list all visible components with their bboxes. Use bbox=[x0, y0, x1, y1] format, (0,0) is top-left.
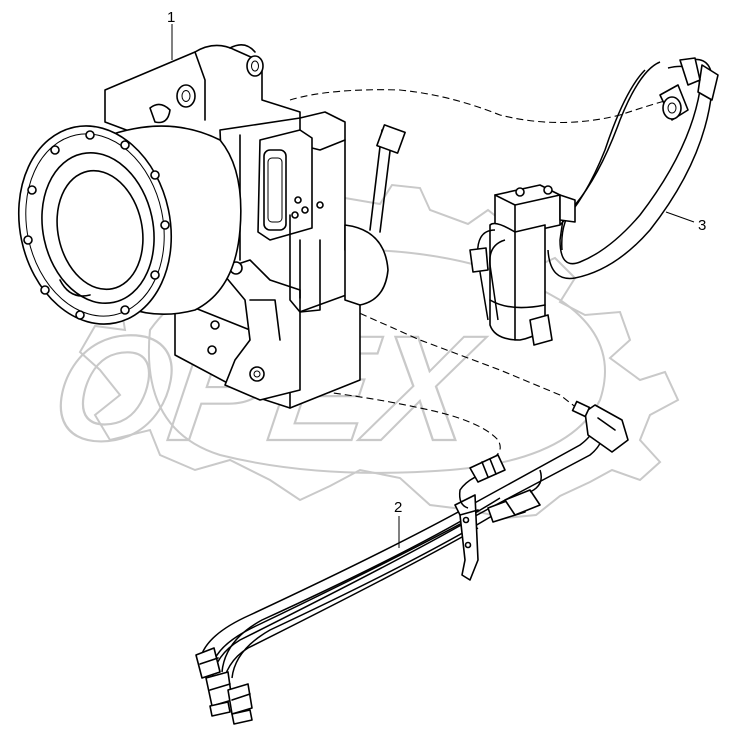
callout-label-1: 1 bbox=[167, 9, 175, 26]
callout-label-2: 2 bbox=[394, 499, 402, 516]
valve-connector bbox=[263, 149, 287, 231]
dashed-line-middle bbox=[329, 299, 583, 413]
part-1-transmission bbox=[17, 24, 406, 409]
callout-label-3: 3 bbox=[698, 217, 706, 234]
breather-fitting bbox=[376, 124, 406, 154]
hose-end-fitting-2 bbox=[205, 671, 233, 707]
hose-fitting-short bbox=[469, 454, 506, 483]
dashed-line-top bbox=[289, 89, 669, 124]
part-2-hose-assembly bbox=[195, 400, 629, 725]
elbow-fitting-top bbox=[584, 404, 629, 453]
watermark-gear bbox=[78, 183, 680, 520]
lifting-eye-right bbox=[246, 55, 264, 77]
hose-clamp-bracket bbox=[454, 494, 479, 581]
converter-center bbox=[56, 169, 144, 291]
flange-bolts bbox=[23, 130, 170, 320]
hose-end-fitting-1 bbox=[195, 647, 221, 679]
lifting-eye-left bbox=[176, 84, 196, 108]
hose-long-lower bbox=[221, 497, 501, 673]
hose-long-upper bbox=[199, 419, 595, 661]
dashed-line-bottom bbox=[289, 387, 501, 461]
mounting-bracket bbox=[219, 259, 301, 401]
hose-end-fitting-3 bbox=[227, 683, 253, 715]
hose-loop-inner bbox=[547, 58, 714, 280]
transmission-side-cover bbox=[344, 224, 389, 306]
part-3-filter-assembly bbox=[469, 57, 719, 346]
bracket-bolt bbox=[249, 366, 265, 382]
callout-3-leader bbox=[665, 211, 695, 223]
hose-fitting-top-right bbox=[697, 64, 719, 101]
fitting-ring bbox=[662, 96, 682, 120]
connection-lines bbox=[289, 89, 669, 461]
